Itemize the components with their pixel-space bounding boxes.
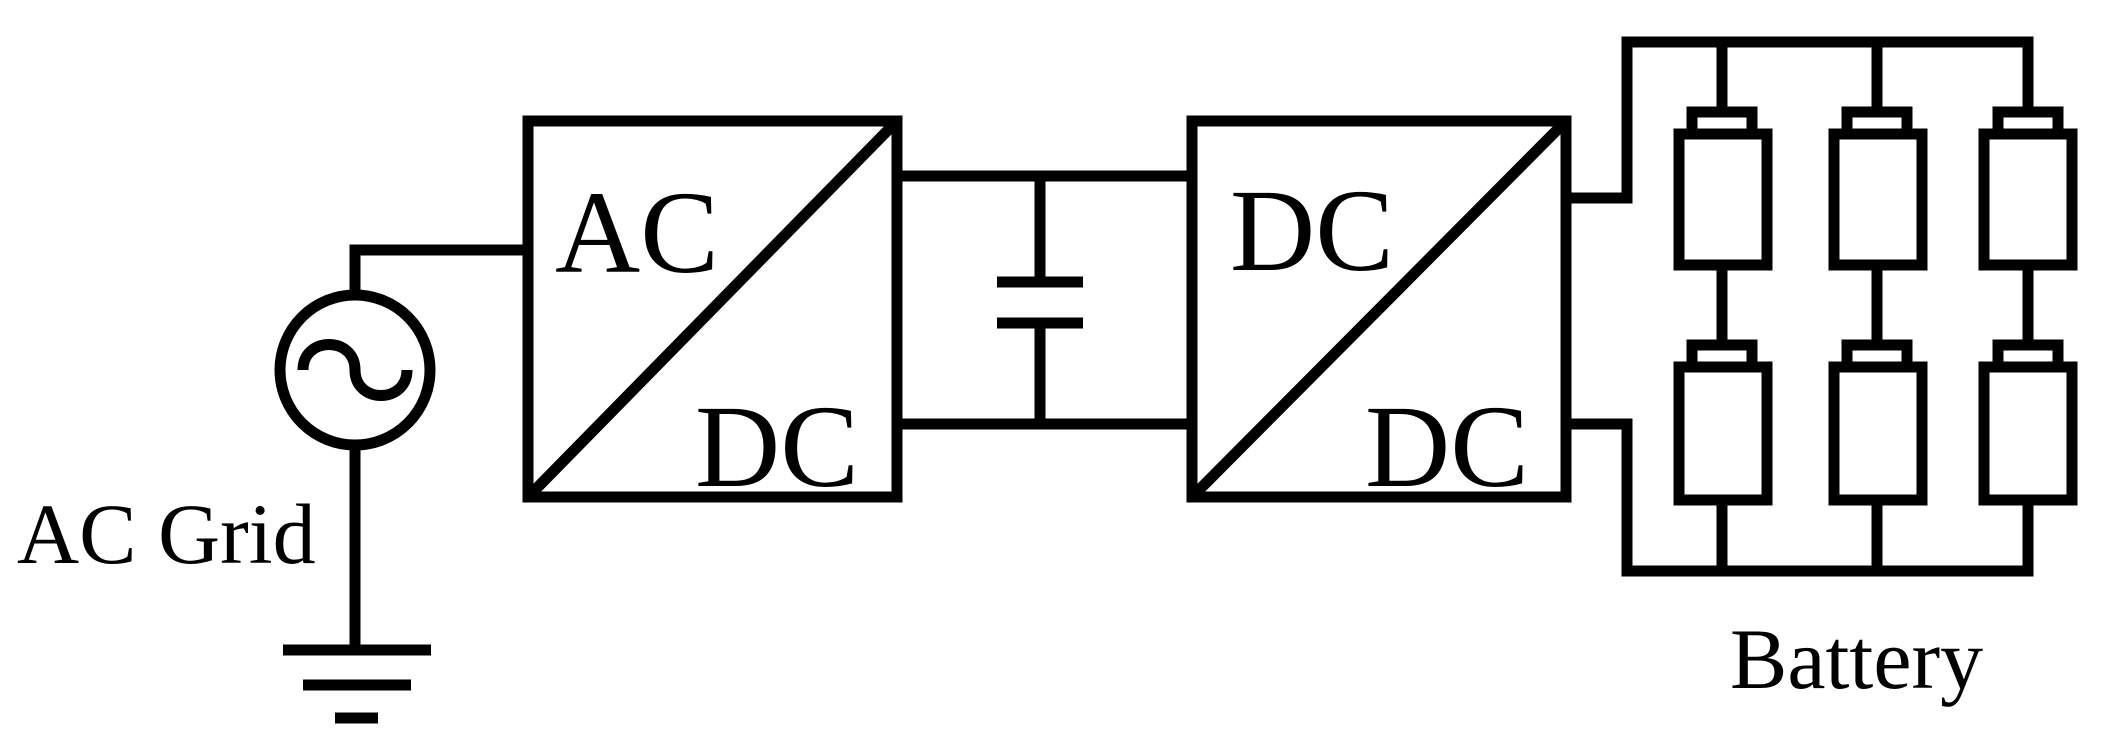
battery-cell-icon (1673, 361, 1773, 506)
ac-grid-source (274, 244, 525, 724)
battery-label: Battery (1730, 611, 1983, 707)
battery-bank (1673, 42, 2078, 571)
converter-to-battery-negative-wire (1566, 418, 2034, 577)
battery-string-2 (1828, 42, 1928, 571)
battery-string-1 (1673, 42, 1773, 571)
converter-to-battery-positive-wire (1566, 36, 2034, 204)
battery-cell-icon (1828, 361, 1928, 506)
dcdc-converter-diagonal (1193, 122, 1565, 496)
dcdc-converter-box (1186, 115, 1572, 503)
dc-dc-converter (1186, 115, 1572, 503)
capacitor-icon (997, 176, 1083, 424)
sine-wave-icon (297, 339, 413, 401)
battery-cell-icon (1673, 128, 1773, 271)
ac-dc-rectifier (522, 115, 903, 503)
battery-string-3 (1978, 106, 2078, 506)
rectifier-input-label: AC (555, 167, 719, 298)
rectifier-output-label: DC (695, 381, 859, 512)
battery-cell-icon (1978, 128, 2078, 271)
battery-cell-icon (1978, 361, 2078, 506)
rectifier-box (522, 115, 903, 503)
rectifier-diagonal (529, 122, 896, 496)
grid-to-rectifier-wire (349, 244, 525, 290)
battery-cell-icon (1828, 128, 1928, 271)
dcdc-output-label: DC (1365, 381, 1529, 512)
dcdc-input-label: DC (1230, 165, 1394, 296)
ground-symbol-icon (283, 644, 431, 724)
ac-grid-label: AC Grid (17, 486, 316, 582)
dc-link (897, 170, 1192, 430)
